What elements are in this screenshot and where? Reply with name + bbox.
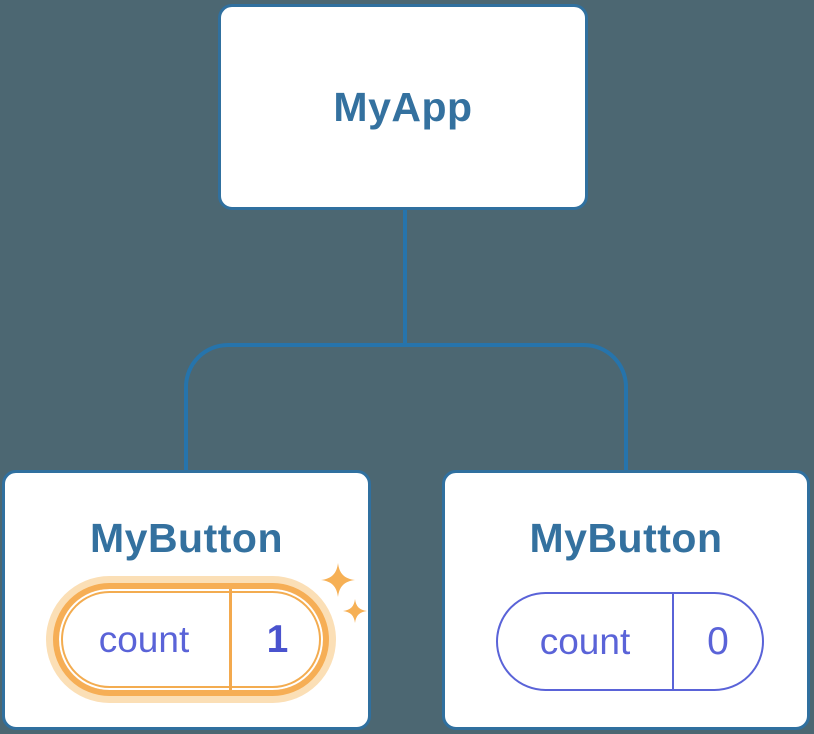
component-node-root: MyApp: [218, 4, 588, 210]
sparkle-icon: [321, 563, 355, 597]
state-key-label: count: [98, 618, 190, 660]
state-key-label: count: [539, 620, 631, 662]
state-pill: count 0: [496, 592, 764, 691]
sparkle-icon: [343, 599, 367, 623]
component-node-child-2: MyButton count 0: [442, 470, 810, 730]
component-node-child-1: MyButton count 1: [2, 470, 371, 730]
state-value: 1: [266, 617, 289, 661]
component-label: MyButton: [89, 515, 283, 561]
connector-root-stem: [403, 209, 407, 345]
pill-divider: [229, 589, 232, 690]
connector-branch: [184, 343, 628, 470]
state-pill-highlighted: count 1: [53, 583, 329, 696]
component-label: MyButton: [529, 515, 723, 561]
pill-divider: [672, 594, 674, 689]
state-value: 0: [707, 619, 729, 663]
component-label: MyApp: [333, 83, 473, 130]
